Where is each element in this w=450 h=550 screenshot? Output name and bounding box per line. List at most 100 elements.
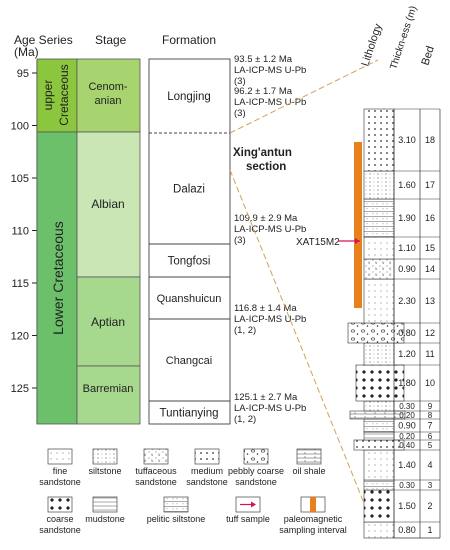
- date-method: LA-ICP-MS U-Pb: [234, 314, 306, 325]
- lithology-bed: [363, 400, 395, 412]
- lithology-bed: [363, 278, 395, 324]
- date-reference: (3): [234, 76, 246, 87]
- tuff-sample-label: XAT15M2: [296, 237, 340, 248]
- lithology-bed: [347, 322, 405, 344]
- bed-number: 6: [428, 432, 433, 441]
- date-value: 109.9 ± 2.9 Ma: [234, 213, 298, 224]
- paleomagnetic-sampling-bar: [354, 142, 362, 308]
- barremian-block: [76, 365, 141, 425]
- legend-swatch: [92, 496, 118, 513]
- legend-label-2: sandstone: [39, 477, 81, 487]
- stage-header: Stage: [95, 33, 127, 47]
- age-tick-label: 95: [17, 68, 29, 80]
- cenomanian-label: Cenom-: [88, 81, 127, 93]
- bed-number: 18: [425, 135, 435, 145]
- bed-number: 7: [427, 421, 432, 431]
- date-method: LA-ICP-MS U-Pb: [234, 403, 306, 414]
- legend-tuff-arrow-head: [251, 501, 256, 508]
- lithology-bed: [363, 418, 395, 433]
- bed-thickness: 1.10: [398, 243, 416, 253]
- legend-swatch: [243, 448, 269, 465]
- bed-thickness: 0.30: [399, 481, 415, 490]
- bed-thickness: 3.10: [398, 135, 416, 145]
- date-method: LA-ICP-MS U-Pb: [234, 97, 306, 108]
- tie-line-bottom: [229, 169, 379, 539]
- section-title-2: section: [246, 161, 286, 173]
- legend-label: paleomagnetic: [284, 514, 343, 524]
- date-reference: (1, 2): [234, 414, 256, 425]
- bed-number: 8: [428, 411, 433, 420]
- lithology-bed: [363, 198, 395, 238]
- tie-line-top: [229, 59, 379, 134]
- ma-unit-header: (Ma): [14, 45, 39, 59]
- formation-column: [148, 58, 231, 425]
- albian-label: Albian: [91, 197, 124, 211]
- bed-number: 12: [425, 328, 435, 338]
- lithology-bed: [363, 258, 395, 280]
- bed-thickness: 0.20: [399, 432, 415, 441]
- bed-thickness: 1.90: [398, 213, 416, 223]
- age-tick-label: 115: [11, 278, 29, 290]
- legend-label: medium: [191, 466, 223, 476]
- legend-label: fine: [53, 466, 68, 476]
- legend-label: mudstone: [85, 514, 125, 524]
- bed-number: 16: [425, 213, 435, 223]
- formation-label: Dalazi: [173, 184, 205, 196]
- cenomanian-label-2: anian: [95, 95, 122, 107]
- date-value: 93.5 ± 1.2 Ma: [234, 54, 293, 65]
- upper-series-label: upper: [41, 80, 55, 111]
- bed-thickness: 0.90: [398, 264, 416, 274]
- formation-label: Tongfosi: [168, 256, 211, 268]
- date-reference: (1, 2): [234, 325, 256, 336]
- upper-series-label-2: Cretaceous: [57, 64, 71, 125]
- lithology-bed: [363, 449, 395, 481]
- bed-thickness: 1.80: [398, 378, 416, 388]
- date-method: LA-ICP-MS U-Pb: [234, 65, 306, 76]
- date-value: 125.1 ± 2.7 Ma: [234, 392, 298, 403]
- lithology-bed: [363, 170, 395, 200]
- age-series-header: Age Series: [14, 33, 73, 47]
- legend-label: pelitic siltstone: [147, 514, 206, 524]
- cenomanian-block: [76, 58, 141, 133]
- bed-thickness: 1.60: [398, 180, 416, 190]
- legend-label: coarse: [46, 514, 73, 524]
- age-tick-label: 100: [11, 121, 29, 133]
- legend-label: siltstone: [88, 466, 121, 476]
- legend-label-2: sandstone: [135, 477, 177, 487]
- bed-thickness: 1.20: [398, 349, 416, 359]
- aptian-block: [76, 276, 141, 367]
- formation-label: Tuntianying: [159, 408, 218, 420]
- bed-thickness: 0.80: [398, 525, 416, 535]
- bed-thickness: 1.50: [398, 501, 416, 511]
- bed-header: Bed: [419, 45, 436, 67]
- legend-label: pebbly coarse: [228, 466, 284, 476]
- legend-label: oil shale: [292, 466, 325, 476]
- bed-thickness: 0.40: [399, 441, 415, 450]
- formation-label: Longjing: [167, 91, 210, 103]
- formation-header: Formation: [162, 33, 216, 47]
- lithology-bed: [349, 410, 406, 420]
- tuff-arrow-head: [355, 238, 360, 244]
- bed-thickness: 2.30: [398, 296, 416, 306]
- bed-number: 11: [425, 349, 434, 359]
- legend-label-2: sandstone: [39, 525, 81, 535]
- legend-swatch: [47, 496, 73, 513]
- legend-label-2: sandstone: [235, 477, 277, 487]
- legend-swatch: [163, 496, 189, 513]
- albian-block: [76, 131, 141, 278]
- lithology-bed: [363, 431, 395, 441]
- thickness-header: Thickn-ess (m): [388, 5, 419, 71]
- bed-number: 5: [428, 441, 433, 450]
- lithology-bed: [363, 108, 395, 172]
- legend-swatch: [92, 448, 118, 465]
- lithology-bed: [353, 439, 405, 451]
- bed-thickness: 0.20: [399, 411, 415, 420]
- lithology-bed: [363, 236, 395, 260]
- bed-number: 1: [427, 525, 432, 535]
- lithology-bed: [355, 364, 405, 402]
- aptian-label: Aptian: [91, 315, 125, 329]
- legend-swatch: [47, 448, 73, 465]
- legend-label: tuffaceous: [135, 466, 177, 476]
- date-value: 96.2 ± 1.7 Ma: [234, 86, 293, 97]
